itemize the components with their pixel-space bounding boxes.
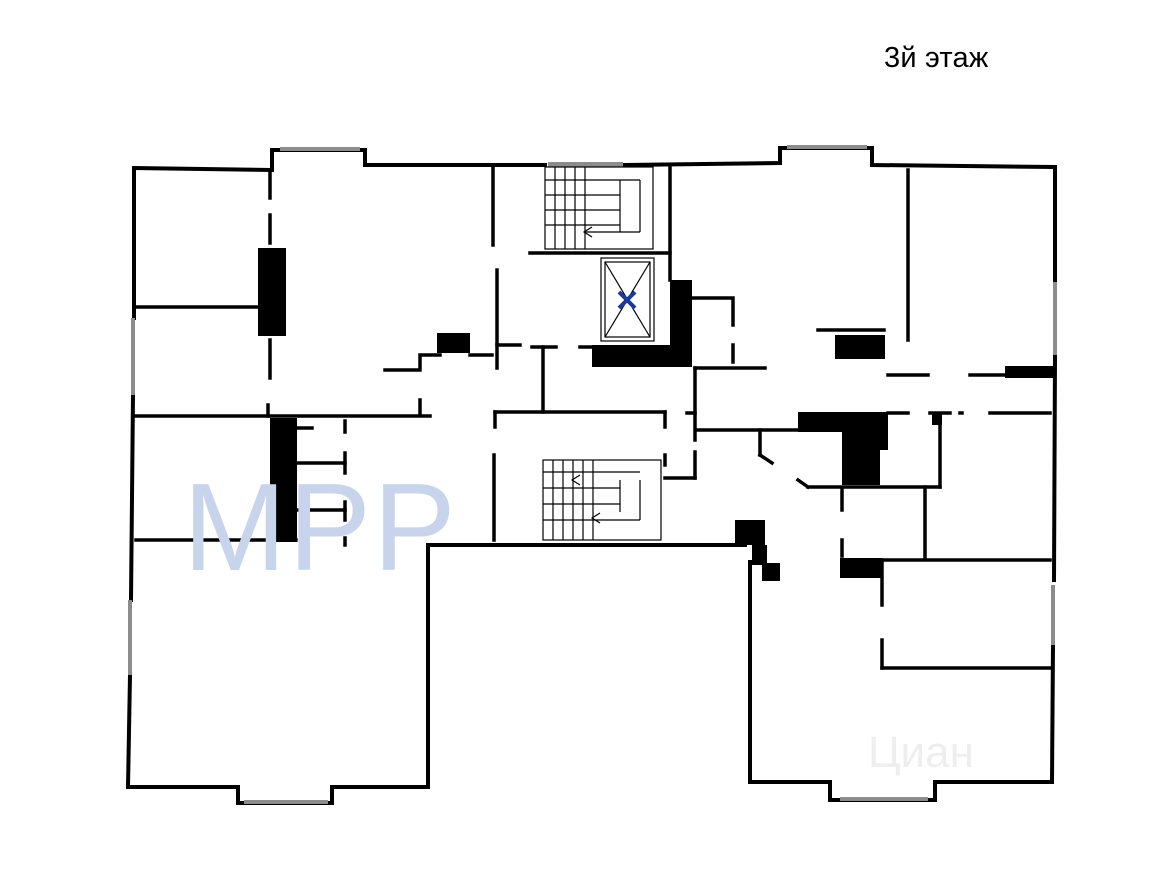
floor-title: 3й этаж: [884, 42, 989, 74]
elevator-cross-icon: [600, 257, 655, 342]
solid-wall-blocks: [258, 248, 1053, 581]
cian-watermark: Циан: [868, 728, 974, 777]
stair-upper: [544, 166, 654, 250]
mpp-watermark: MPP: [183, 459, 458, 597]
windows: [128, 145, 1057, 804]
stair-lower: [542, 459, 662, 541]
